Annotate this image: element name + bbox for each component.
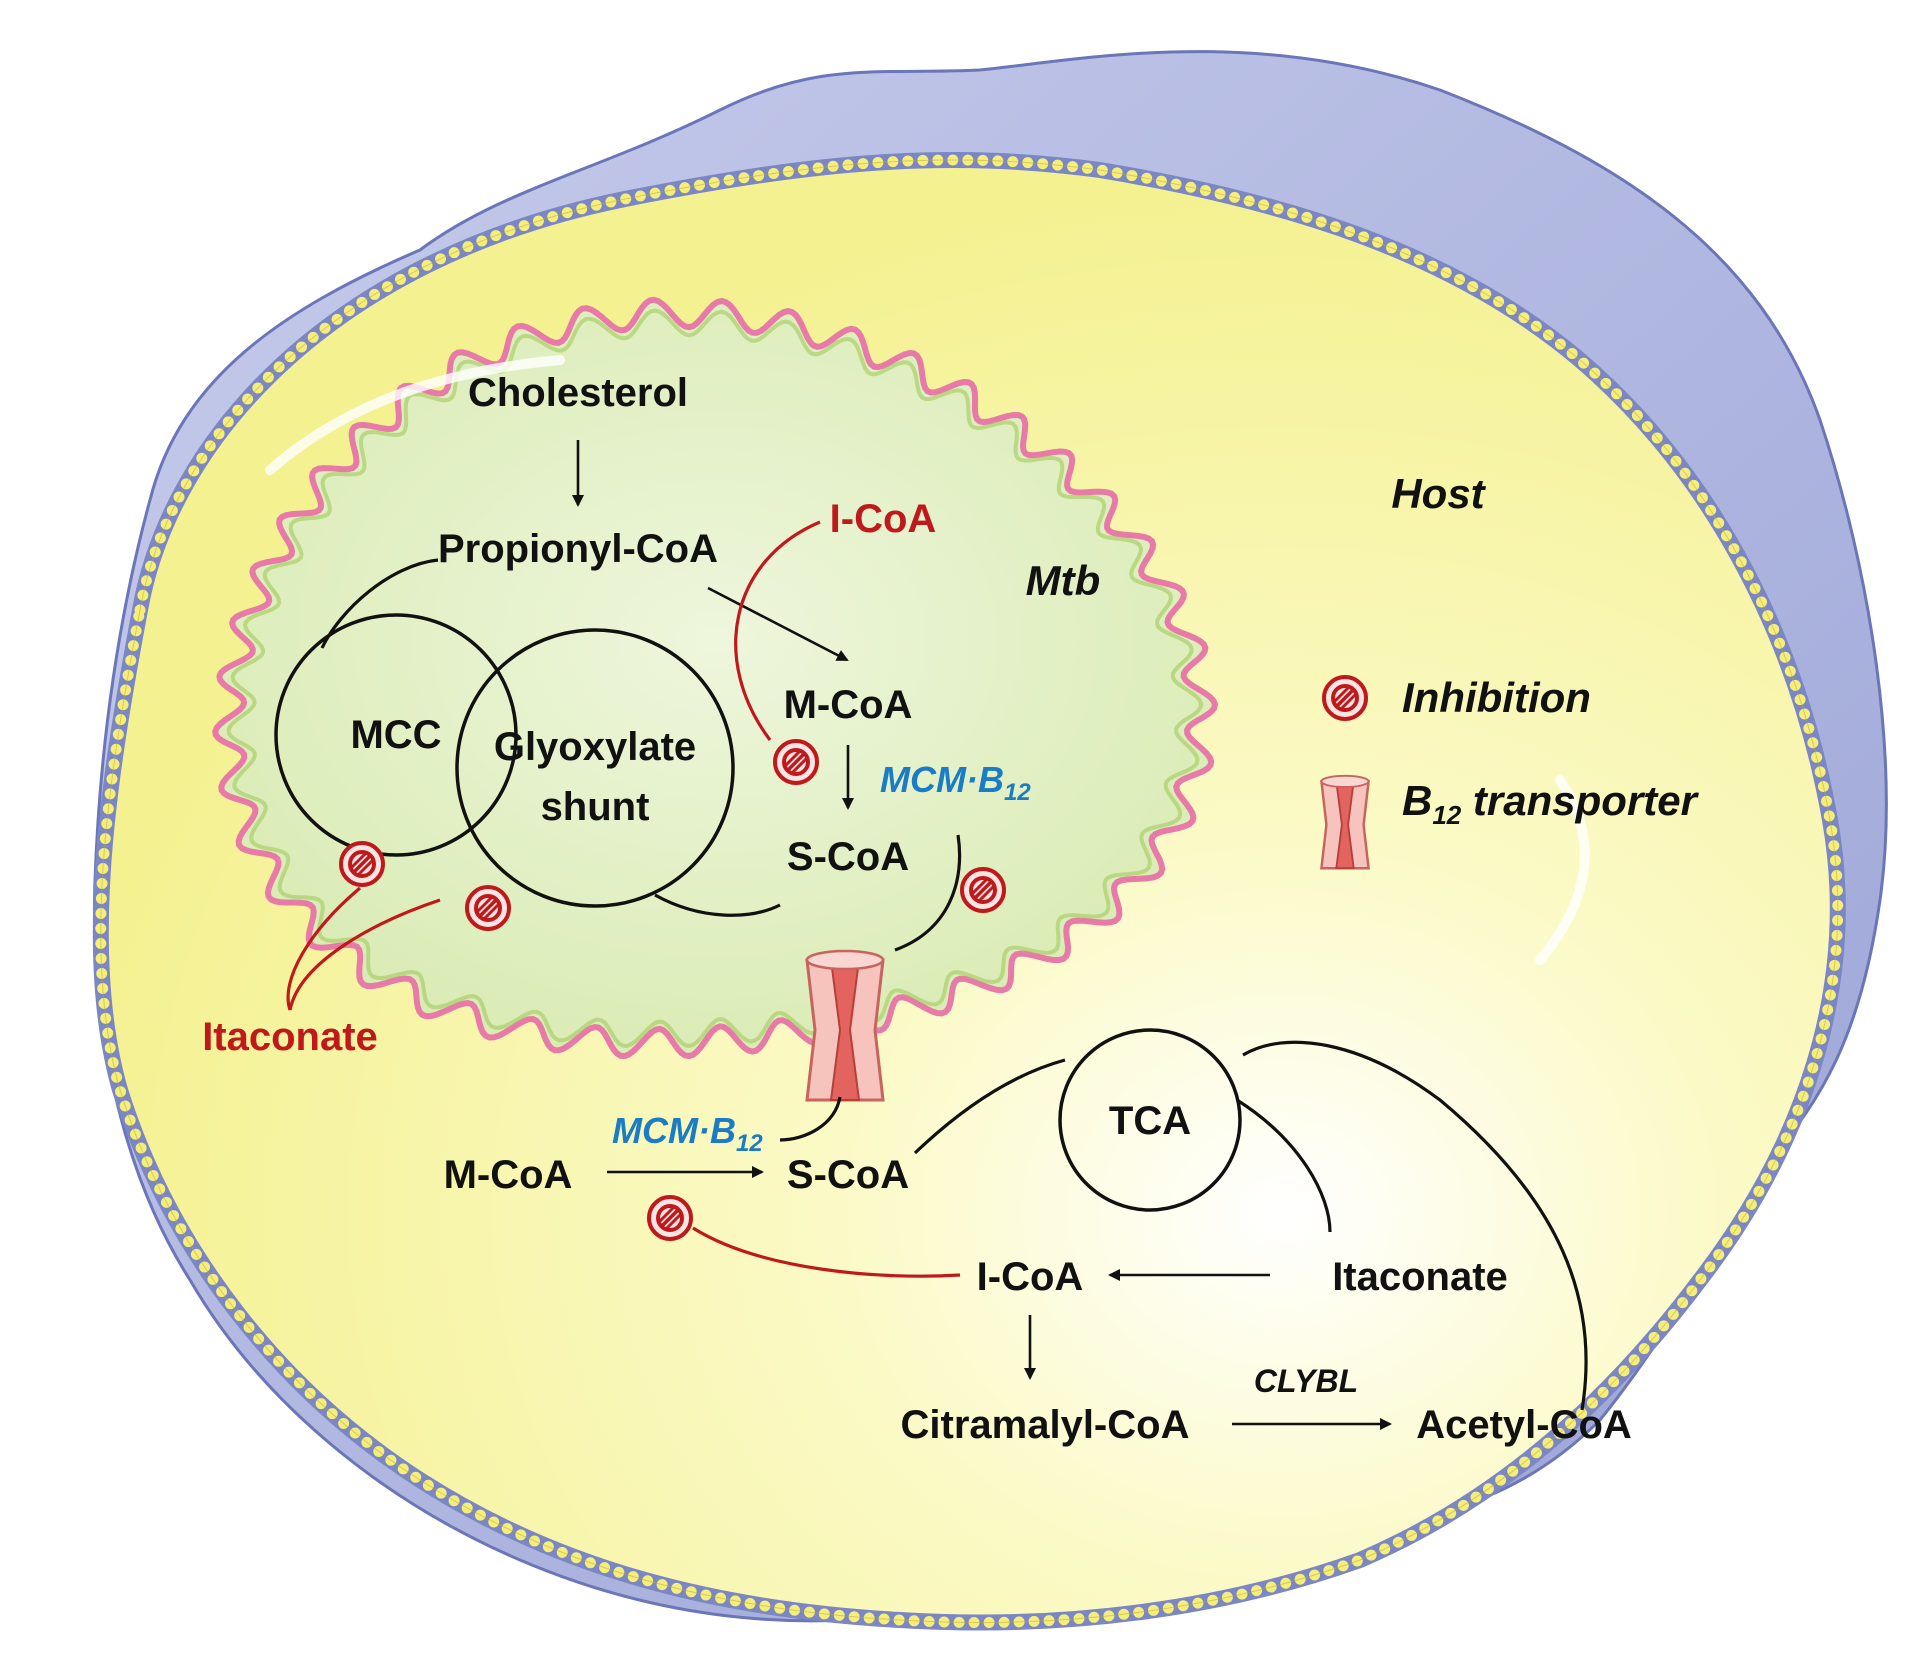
transporter-to-scoa-host-arc xyxy=(779,1096,842,1142)
label-clybl: CLYBL xyxy=(1254,1363,1358,1399)
arc-acetylcoa-tca xyxy=(1242,1040,1588,1411)
inhibition-icon-host-mcm xyxy=(647,1195,693,1241)
mtb-inner-membrane xyxy=(226,308,1204,1048)
icoa-inhibition-line-host xyxy=(692,1226,961,1278)
b12-transporter xyxy=(805,949,885,1102)
icoa-inhibition-line-mtb xyxy=(734,520,821,741)
inhibition-icon-mtb-transport xyxy=(960,867,1006,913)
arc-glyoxylate-scoa xyxy=(654,893,781,917)
label-host: Host xyxy=(1391,470,1486,517)
label-tca: TCA xyxy=(1109,1099,1191,1143)
scoa-to-transporter-arc xyxy=(894,834,962,952)
label-acetyl-coa: Acetyl-CoA xyxy=(1416,1403,1632,1447)
mtb-highlight xyxy=(265,355,565,475)
arrow-propionyl-mcoa xyxy=(707,586,849,662)
inhibition-icon-mtb-mcm xyxy=(773,739,819,785)
label-mcc: MCC xyxy=(350,713,441,757)
label-glyoxylate: Glyoxylate xyxy=(494,725,696,769)
inhibition-icon-mcc xyxy=(339,841,385,887)
label-cholesterol: Cholesterol xyxy=(468,371,688,415)
itaconate-inhibition-lines xyxy=(286,886,441,1011)
host-membrane-beads-ring xyxy=(100,159,1839,1623)
label-scoa-mtb: S-CoA xyxy=(787,835,909,879)
label-mcoa-host: M-CoA xyxy=(444,1153,573,1197)
label-citramalyl-coa: Citramalyl-CoA xyxy=(901,1403,1190,1447)
glyoxylate-circle xyxy=(455,628,735,908)
label-mcm-b12-mtb: MCM·B12 xyxy=(880,759,1031,806)
arc-scoa-tca xyxy=(913,1058,1066,1155)
legend-transporter-label: B12 transporter xyxy=(1402,777,1700,830)
mcc-circle xyxy=(274,613,518,857)
arc-tca-itaconate xyxy=(1236,1098,1332,1233)
label-propionyl-coa: Propionyl-CoA xyxy=(438,527,718,571)
inhibition-icon-glyoxylate xyxy=(465,885,511,931)
label-icoa-mtb: I-CoA xyxy=(830,497,937,541)
legend-inhibition-label: Inhibition xyxy=(1402,674,1591,721)
legend-inhibition-icon xyxy=(1322,675,1368,721)
tca-circle xyxy=(1058,1028,1242,1212)
label-shunt: shunt xyxy=(541,785,650,829)
mtb-bacterium xyxy=(212,296,1218,1060)
legend-transporter-icon xyxy=(1320,774,1370,870)
label-itaconate-red: Itaconate xyxy=(202,1015,378,1059)
label-scoa-host: S-CoA xyxy=(787,1153,909,1197)
label-mcoa-mtb: M-CoA xyxy=(784,683,913,727)
label-mcm-b12-host: MCM·B12 xyxy=(612,1110,763,1157)
label-icoa-host: I-CoA xyxy=(977,1255,1084,1299)
host-highlight xyxy=(1535,775,1590,965)
legend: Inhibition B12 transporter xyxy=(1320,674,1700,870)
label-itaconate-host: Itaconate xyxy=(1332,1255,1508,1299)
label-mtb: Mtb xyxy=(1026,557,1101,604)
